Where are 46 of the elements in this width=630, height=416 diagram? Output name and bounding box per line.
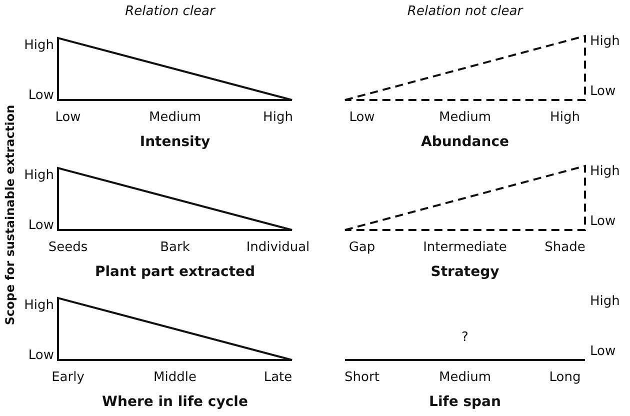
axis-tick-label: Low [28,88,54,104]
axis-tick-label: Middle [154,370,196,386]
panel-title: Intensity [140,134,210,150]
axis-tick-label: Shade [544,240,586,256]
axis-tick-label: Low [28,348,54,364]
axis-tick-label: Seeds [48,240,88,256]
axis-tick-label: Medium [439,370,491,386]
wedge-diagram [57,36,293,101]
axis-tick-label: Gap [348,240,376,256]
wedge-diagram [344,34,586,101]
panel-title: Abundance [420,134,510,150]
axis-tick-label: High [550,110,580,126]
axis-tick-label: High [590,294,620,310]
axis-tick-label: Long [549,370,581,386]
axis-tick-label: Short [344,370,380,386]
panel-title: Strategy [430,264,500,280]
panel-title: Plant part extracted [94,264,256,280]
question-mark: ? [462,330,468,346]
column-heading: Relation not clear [407,4,523,20]
axis-tick-label: High [24,298,54,314]
axis-tick-label: Low [590,344,616,360]
axis-tick-label: Low [55,110,81,126]
flat-line [345,359,585,361]
axis-tick-label: High [590,164,620,180]
axis-tick-label: High [590,34,620,50]
axis-tick-label: Low [349,110,375,126]
panel-title: Where in life cycle [102,394,248,410]
axis-tick-label: Low [28,218,54,234]
wedge-diagram [344,164,586,231]
axis-tick-label: Bark [160,240,190,256]
axis-title: Scope for sustainable extraction [2,104,18,326]
axis-tick-label: High [24,38,54,54]
wedge-diagram [57,166,293,231]
axis-tick-label: High [24,168,54,184]
axis-tick-label: Low [590,214,616,230]
axis-tick-label: Early [52,370,84,386]
axis-tick-label: Medium [439,110,491,126]
panel-title: Life span [429,394,501,410]
axis-tick-label: Individual [246,240,310,256]
axis-tick-label: High [263,110,293,126]
axis-tick-label: Intermediate [423,240,507,256]
axis-tick-label: Low [590,84,616,100]
wedge-diagram [57,296,293,361]
axis-tick-label: Late [264,370,292,386]
axis-tick-label: Medium [149,110,201,126]
column-heading: Relation clear [125,4,215,20]
